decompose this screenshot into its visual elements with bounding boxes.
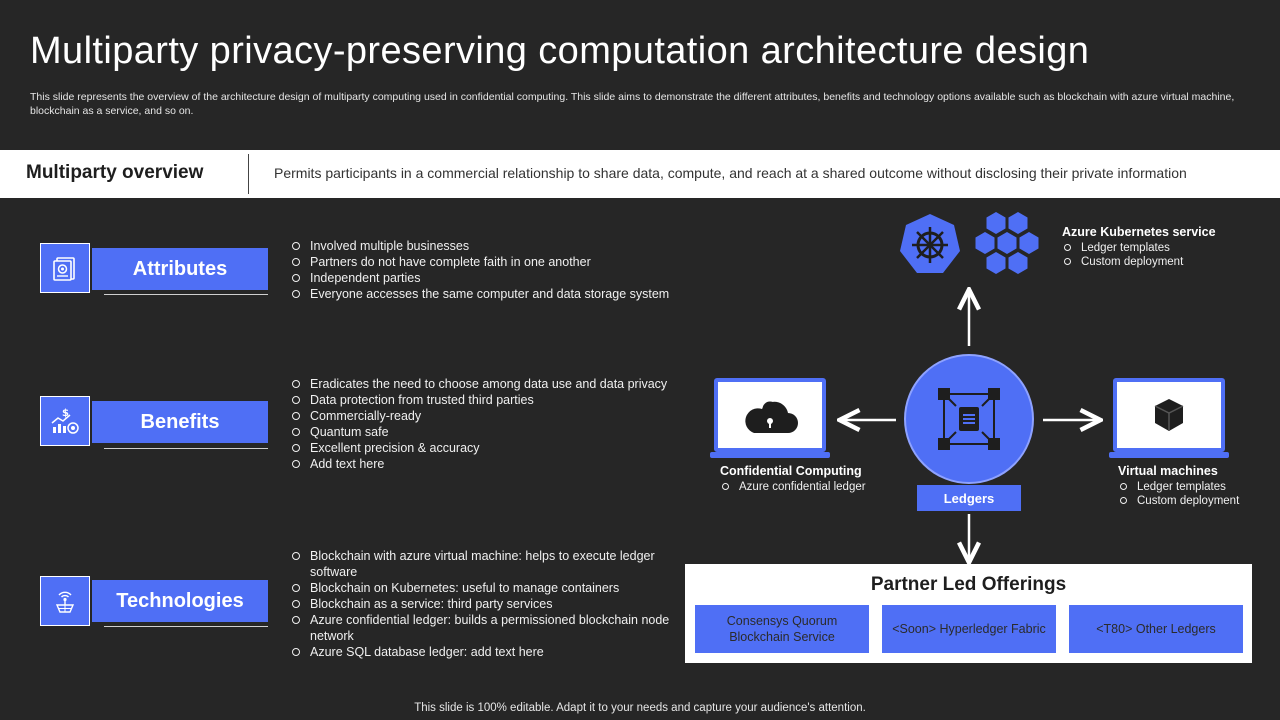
attributes-list: Involved multiple businesses Partners do…: [290, 238, 700, 302]
list-item: Eradicates the need to choose among data…: [290, 376, 700, 392]
hexagon-cluster-icon: [972, 212, 1044, 278]
page-subtitle: This slide represents the overview of th…: [30, 91, 1235, 117]
monitor-screen: [714, 378, 826, 452]
cube-icon: [1154, 399, 1184, 431]
benefits-list: Eradicates the need to choose among data…: [290, 376, 700, 472]
growth-chart-icon: $: [40, 396, 90, 446]
list-item: Excellent precision & accuracy: [290, 440, 700, 456]
list-item: Partners do not have complete faith in o…: [290, 254, 700, 270]
ledgers-hub: [904, 354, 1034, 484]
technologies-label: Technologies: [92, 580, 268, 622]
list-item: Ledger templates: [1062, 241, 1262, 255]
offering-hyperledger: <Soon> Hyperledger Fabric: [882, 605, 1056, 653]
list-item: Blockchain as a service: third party ser…: [290, 596, 675, 612]
hexagon-shape: [1008, 252, 1028, 274]
confidential-title: Confidential Computing: [720, 464, 862, 478]
vm-monitor: [1109, 378, 1229, 458]
blockchain-network-icon: [938, 388, 1000, 450]
hexagon-shape: [1019, 232, 1039, 254]
list-item: Azure SQL database ledger: add text here: [290, 644, 675, 660]
overview-label: Multiparty overview: [26, 162, 204, 183]
vm-title: Virtual machines: [1118, 464, 1218, 478]
vm-list: Ledger templates Custom deployment: [1118, 480, 1278, 508]
hexagon-shape: [1008, 212, 1028, 234]
hexagon-shape: [986, 212, 1006, 234]
technologies-list: Blockchain with azure virtual machine: h…: [290, 548, 675, 660]
page-title: Multiparty privacy-preserving computatio…: [30, 30, 1090, 72]
benefits-underline: [104, 448, 268, 449]
svg-text:$: $: [62, 408, 69, 419]
list-item: Data protection from trusted third parti…: [290, 392, 700, 408]
monitor-base: [1109, 452, 1229, 458]
attributes-underline: [104, 294, 268, 295]
kubernetes-list: Ledger templates Custom deployment: [1062, 241, 1262, 269]
confidential-monitor: [710, 378, 830, 458]
overview-bar: Multiparty overview Permits participants…: [0, 150, 1280, 198]
list-item: Independent parties: [290, 270, 700, 286]
partner-offerings-panel: Partner Led Offerings Consensys Quorum B…: [685, 564, 1252, 663]
list-item: Custom deployment: [1062, 255, 1262, 269]
list-item: Involved multiple businesses: [290, 238, 700, 254]
overview-text: Permits participants in a commercial rel…: [274, 165, 1187, 181]
network-globe-icon: [40, 576, 90, 626]
list-item: Commercially-ready: [290, 408, 700, 424]
offering-consensys: Consensys Quorum Blockchain Service: [695, 605, 869, 653]
list-item: Everyone accesses the same computer and …: [290, 286, 700, 302]
kubernetes-title: Azure Kubernetes service: [1062, 225, 1216, 239]
hexagon-shape: [975, 232, 995, 254]
list-item: Blockchain on Kubernetes: useful to mana…: [290, 580, 675, 596]
offering-other-ledgers: <T80> Other Ledgers: [1069, 605, 1243, 653]
certificate-icon: [40, 243, 90, 293]
attributes-label: Attributes: [92, 248, 268, 290]
overview-divider: [248, 154, 249, 194]
benefits-label: Benefits: [92, 401, 268, 443]
list-item: Add text here: [290, 456, 700, 472]
list-item: Azure confidential ledger: builds a perm…: [290, 612, 675, 644]
partner-title: Partner Led Offerings: [870, 574, 1067, 595]
hexagon-shape: [997, 232, 1017, 254]
cloud-lock-icon: [745, 401, 798, 433]
footer-note: This slide is 100% editable. Adapt it to…: [414, 702, 866, 714]
list-item: Ledger templates: [1118, 480, 1278, 494]
confidential-list: Azure confidential ledger: [720, 480, 900, 494]
ledgers-label: Ledgers: [917, 485, 1021, 511]
list-item: Custom deployment: [1118, 494, 1278, 508]
monitor-screen: [1113, 378, 1225, 452]
technologies-underline: [104, 626, 268, 627]
kubernetes-helm-icon: [898, 213, 962, 277]
list-item: Blockchain with azure virtual machine: h…: [290, 548, 675, 580]
hexagon-shape: [986, 252, 1006, 274]
list-item: Quantum safe: [290, 424, 700, 440]
list-item: Azure confidential ledger: [720, 480, 900, 494]
monitor-base: [710, 452, 830, 458]
